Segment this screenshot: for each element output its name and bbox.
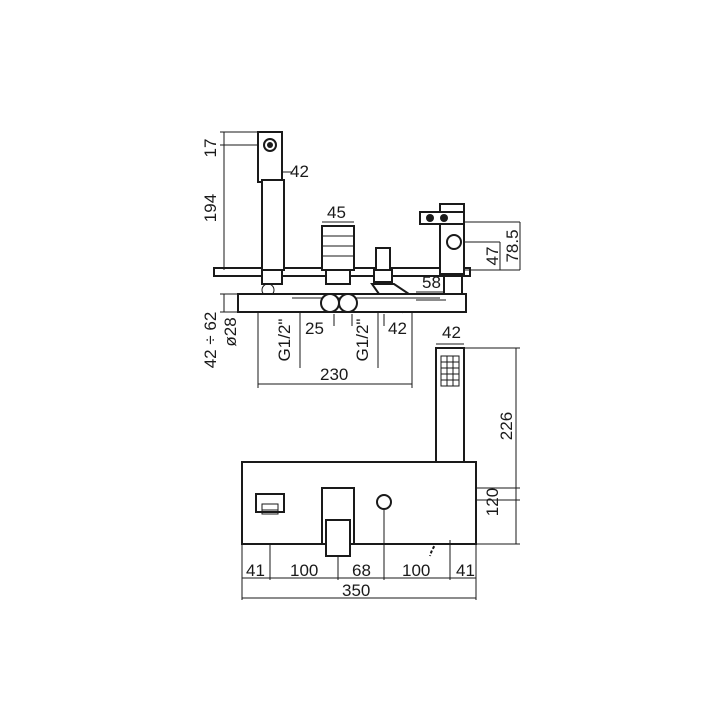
plan-spout <box>255 493 285 513</box>
dim-plan-41-right: 41 <box>456 561 475 580</box>
dim-42-spacing: 42 <box>388 319 407 338</box>
dim-194: 194 <box>201 194 220 222</box>
dim-25: 25 <box>305 319 324 338</box>
dim-plan-350: 350 <box>342 581 370 600</box>
dimension-labels: 17 42 194 45 47 78.5 58 42 ÷ 62 ø28 G1/2… <box>201 139 522 600</box>
dim-handshower-42: 42 <box>442 323 461 342</box>
side-elevation <box>213 131 521 388</box>
dim-plan-100-a: 100 <box>290 561 318 580</box>
mixer-body <box>321 225 355 285</box>
dim-thread-left: G1/2" <box>275 319 294 362</box>
dim-47: 47 <box>483 247 502 266</box>
dim-plan-41-left: 41 <box>246 561 265 580</box>
spout <box>254 131 285 297</box>
plan-view <box>241 461 520 600</box>
dim-78-5: 78.5 <box>503 229 522 262</box>
dim-42-62: 42 ÷ 62 <box>201 312 220 369</box>
dim-120: 120 <box>483 488 502 516</box>
dimension-lines-side <box>220 131 521 388</box>
connection-pipe <box>237 293 467 313</box>
plan-knob <box>376 494 392 510</box>
dim-42-spout: 42 <box>290 162 309 181</box>
dim-230: 230 <box>320 365 348 384</box>
dim-17: 17 <box>201 139 220 158</box>
dim-diameter-28: ø28 <box>221 317 240 346</box>
handshower-nozzle-grid <box>441 356 459 386</box>
dim-thread-right: G1/2" <box>353 319 372 362</box>
dim-226: 226 <box>497 412 516 440</box>
dim-plan-100-b: 100 <box>402 561 430 580</box>
dim-58: 58 <box>422 273 441 292</box>
dim-plan-68: 68 <box>352 561 371 580</box>
dim-45: 45 <box>327 203 346 222</box>
